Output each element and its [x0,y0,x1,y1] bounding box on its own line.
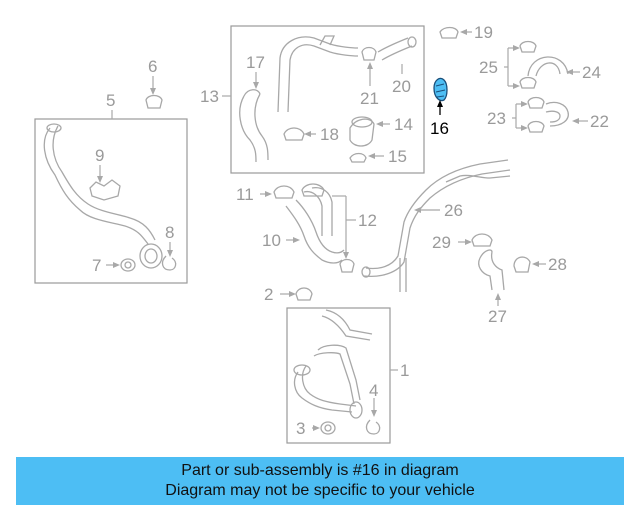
group-box-13 [230,25,425,174]
clamps-25 [519,40,537,89]
clamp-21 [361,46,377,61]
pipe-assembly-1 [293,309,373,419]
label-20: 20 [392,77,411,96]
o-ring-3 [320,421,336,435]
hose-22 [545,101,569,127]
hose-20 [377,36,417,61]
label-24: 24 [582,63,601,82]
clip-8 [161,255,177,271]
label-15: 15 [388,147,407,166]
o-ring-7 [120,258,136,272]
callout-labels: 1 2 3 4 5 6 7 8 9 10 11 12 13 14 15 16 1… [92,23,609,438]
clamp-2 [295,287,313,301]
clamp-15 [349,152,367,163]
label-9: 9 [95,146,104,165]
label-23: 23 [487,109,506,128]
label-3: 3 [296,419,305,438]
coolant-pipe-26 [361,159,511,292]
label-25: 25 [479,58,498,77]
hose-10 [285,186,345,264]
label-2: 2 [264,285,273,304]
banner-line-disclaimer: Diagram may not be specific to your vehi… [165,482,475,499]
banner-line-part-number: Part or sub-assembly is #16 in diagram [181,462,459,479]
label-5: 5 [106,91,115,110]
label-28: 28 [548,255,567,274]
hose-17 [239,89,269,163]
clamp-28 [513,256,531,273]
label-26: 26 [444,201,463,220]
label-1: 1 [400,361,409,380]
bracket-9 [89,179,121,201]
label-17: 17 [246,53,265,72]
label-29: 29 [432,233,451,252]
hose-27 [478,249,505,291]
coolant-pipe-group-5 [43,123,163,269]
hose-24 [527,56,569,77]
clamp-16-highlighted[interactable] [433,77,448,115]
group-box-5 [34,118,188,284]
hose-assembly-13 [277,35,359,113]
label-22: 22 [590,112,609,131]
clamp-18 [283,127,305,141]
clamp-6 [145,94,163,109]
label-18: 18 [320,125,339,144]
label-12: 12 [358,211,377,230]
group-box-1 [286,307,391,444]
clamp-12 [301,183,355,273]
label-13: 13 [200,87,219,106]
label-6: 6 [148,57,157,76]
label-27: 27 [488,307,507,326]
label-14: 14 [394,115,413,134]
info-banner: Part or sub-assembly is #16 in diagram D… [16,457,624,505]
label-10: 10 [262,231,281,250]
label-11: 11 [236,185,254,204]
label-4: 4 [369,381,378,400]
leader-lines [97,29,588,431]
clamp-11 [273,185,295,199]
clamp-29 [471,233,493,247]
label-8: 8 [165,223,174,242]
hose-14 [349,116,375,147]
label-19: 19 [474,23,493,42]
clamps-23 [527,96,545,133]
clip-4 [365,419,381,435]
label-7: 7 [92,256,101,275]
clamp-19 [439,26,459,39]
label-16: 16 [430,119,449,138]
label-21: 21 [360,89,379,108]
